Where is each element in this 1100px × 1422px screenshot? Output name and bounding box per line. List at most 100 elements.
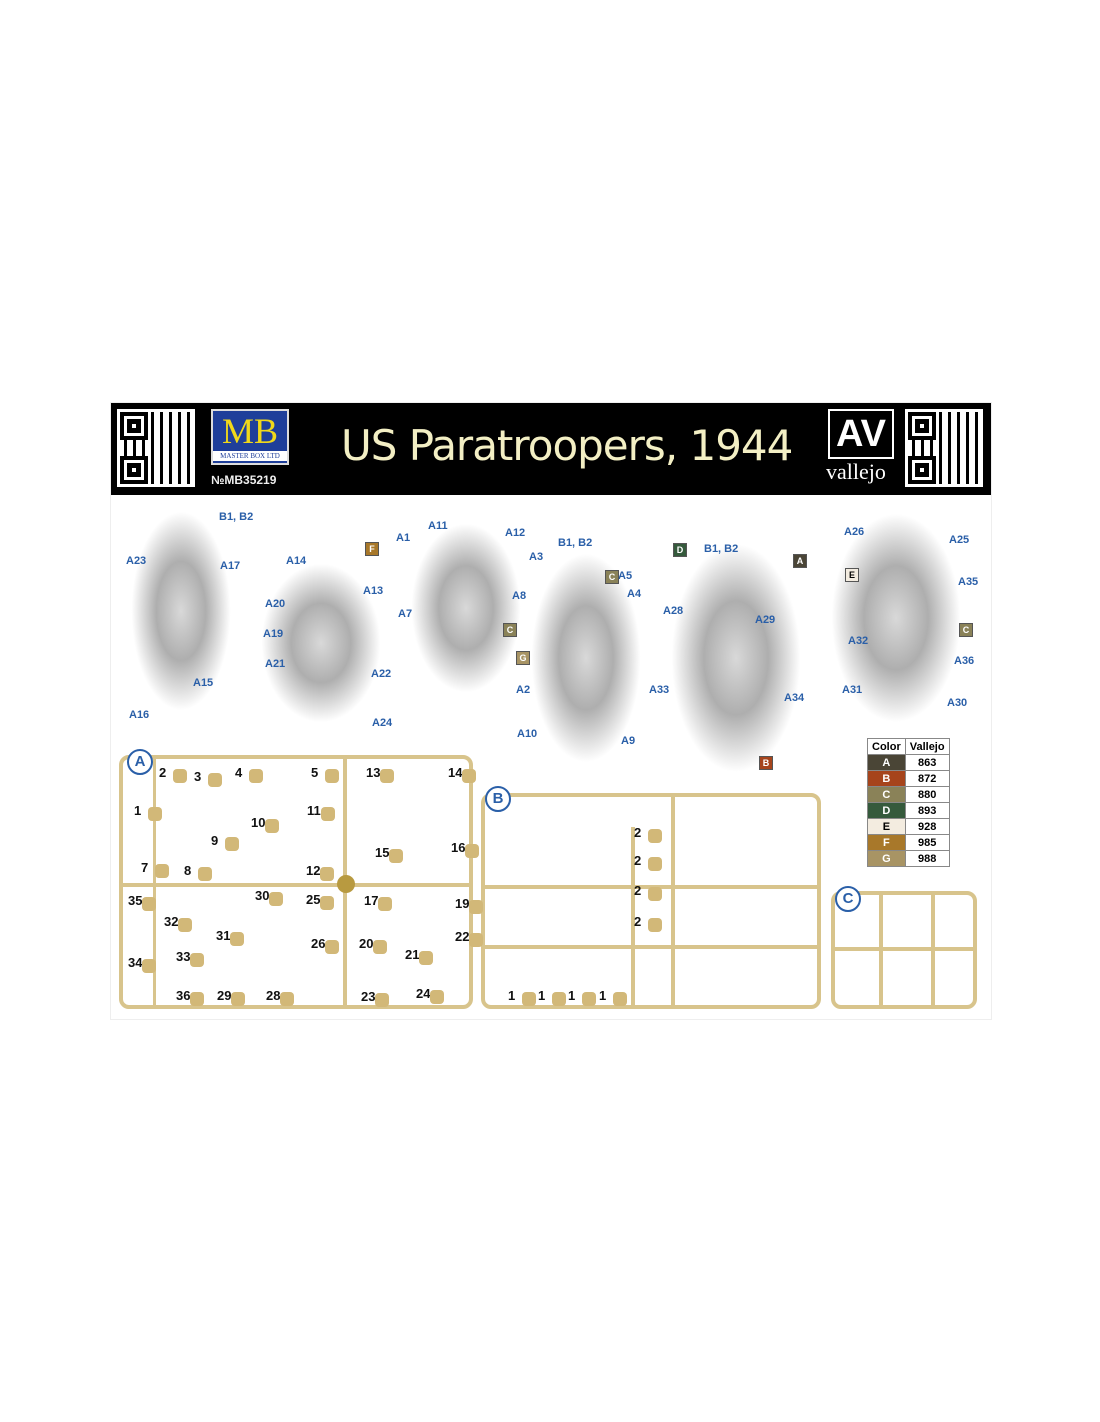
part-number: 1	[599, 988, 607, 1003]
part-number: 25	[306, 892, 321, 907]
plastic-part	[648, 887, 662, 901]
callout-label: A19	[263, 628, 284, 640]
logo-subtitle: MASTER BOX LTD	[213, 451, 287, 461]
callout-label: A5	[618, 570, 633, 582]
figure-2-illustration	[261, 563, 381, 723]
plastic-part	[321, 807, 335, 821]
callout-label: A35	[958, 576, 979, 588]
vallejo-number: 985	[904, 834, 950, 851]
plastic-part	[142, 959, 156, 973]
part-number: 23	[361, 989, 376, 1004]
plastic-part	[142, 897, 156, 911]
callout-label: A24	[372, 717, 393, 729]
plastic-part	[582, 992, 596, 1006]
callout-label: A17	[220, 560, 241, 572]
figure-4-illustration	[531, 553, 641, 763]
header-bar: MB MASTER BOX LTD №MB35219 US Paratroope…	[111, 403, 991, 495]
plastic-part	[373, 940, 387, 954]
vallejo-number: 928	[904, 818, 950, 835]
part-number: 31	[216, 928, 231, 943]
plastic-part	[389, 849, 403, 863]
plastic-part	[178, 918, 192, 932]
color-code: F	[867, 834, 906, 851]
plastic-part	[469, 900, 483, 914]
callout-label: A26	[844, 526, 865, 538]
plastic-part	[380, 769, 394, 783]
color-code: G	[867, 850, 906, 867]
color-marker: F	[365, 542, 379, 556]
color-marker: G	[516, 651, 530, 665]
part-number: 2	[634, 914, 642, 929]
part-number: 19	[455, 896, 470, 911]
vallejo-logo: AV	[828, 409, 894, 459]
page-title: US Paratroopers, 1944	[341, 421, 793, 470]
plastic-part	[648, 829, 662, 843]
plastic-part	[465, 844, 479, 858]
plastic-part	[419, 951, 433, 965]
callout-label: A4	[627, 588, 642, 600]
callout-label: A15	[193, 677, 214, 689]
qr-code-left	[117, 409, 195, 487]
sprue-c	[831, 891, 977, 1009]
plastic-part	[375, 993, 389, 1007]
plastic-part	[613, 992, 627, 1006]
part-number: 12	[306, 863, 321, 878]
part-number: 26	[311, 936, 326, 951]
callout-label: A11	[428, 520, 448, 532]
plastic-part	[320, 896, 334, 910]
part-number: 2	[634, 825, 642, 840]
sprue-b	[481, 793, 821, 1009]
part-number: 8	[184, 863, 192, 878]
sprue-b-badge: B	[485, 786, 511, 812]
callout-label: A12	[505, 527, 526, 539]
plastic-part	[320, 867, 334, 881]
plastic-part	[522, 992, 536, 1006]
plastic-part	[378, 897, 392, 911]
plastic-part	[469, 933, 483, 947]
kit-instruction-panel: MB MASTER BOX LTD №MB35219 US Paratroope…	[110, 402, 992, 1020]
color-marker: A	[793, 554, 807, 568]
callout-label: B1, B2	[219, 511, 254, 523]
callout-label: A10	[517, 728, 538, 740]
callout-label: A16	[129, 709, 150, 721]
callout-label: A25	[949, 534, 970, 546]
part-number: 14	[448, 765, 463, 780]
plastic-part	[198, 867, 212, 881]
callout-label: A20	[265, 598, 286, 610]
plastic-part	[230, 932, 244, 946]
plastic-part	[552, 992, 566, 1006]
color-marker: C	[503, 623, 517, 637]
sprue-c-badge: C	[835, 886, 861, 912]
part-number: 2	[634, 883, 642, 898]
plastic-part	[231, 992, 245, 1006]
kit-number: №MB35219	[211, 473, 277, 487]
part-number: 2	[159, 765, 167, 780]
color-code: C	[867, 786, 906, 803]
part-number: 22	[455, 929, 470, 944]
vallejo-number: 863	[904, 754, 950, 771]
plastic-part	[325, 769, 339, 783]
sprue-a-badge: A	[127, 749, 153, 775]
callout-label: A7	[398, 608, 413, 620]
part-number: 1	[134, 803, 142, 818]
sprue-a	[119, 755, 473, 1009]
part-number: 2	[634, 853, 642, 868]
callout-label: A33	[649, 684, 670, 696]
color-code: D	[867, 802, 906, 819]
part-number: 5	[311, 765, 319, 780]
part-number: 29	[217, 988, 232, 1003]
plastic-part	[173, 769, 187, 783]
callout-label: A3	[529, 551, 544, 563]
part-number: 10	[251, 815, 266, 830]
part-number: 1	[568, 988, 576, 1003]
callout-label: A8	[512, 590, 527, 602]
part-number: 21	[405, 947, 420, 962]
callout-label: A9	[621, 735, 636, 747]
plastic-part	[462, 769, 476, 783]
